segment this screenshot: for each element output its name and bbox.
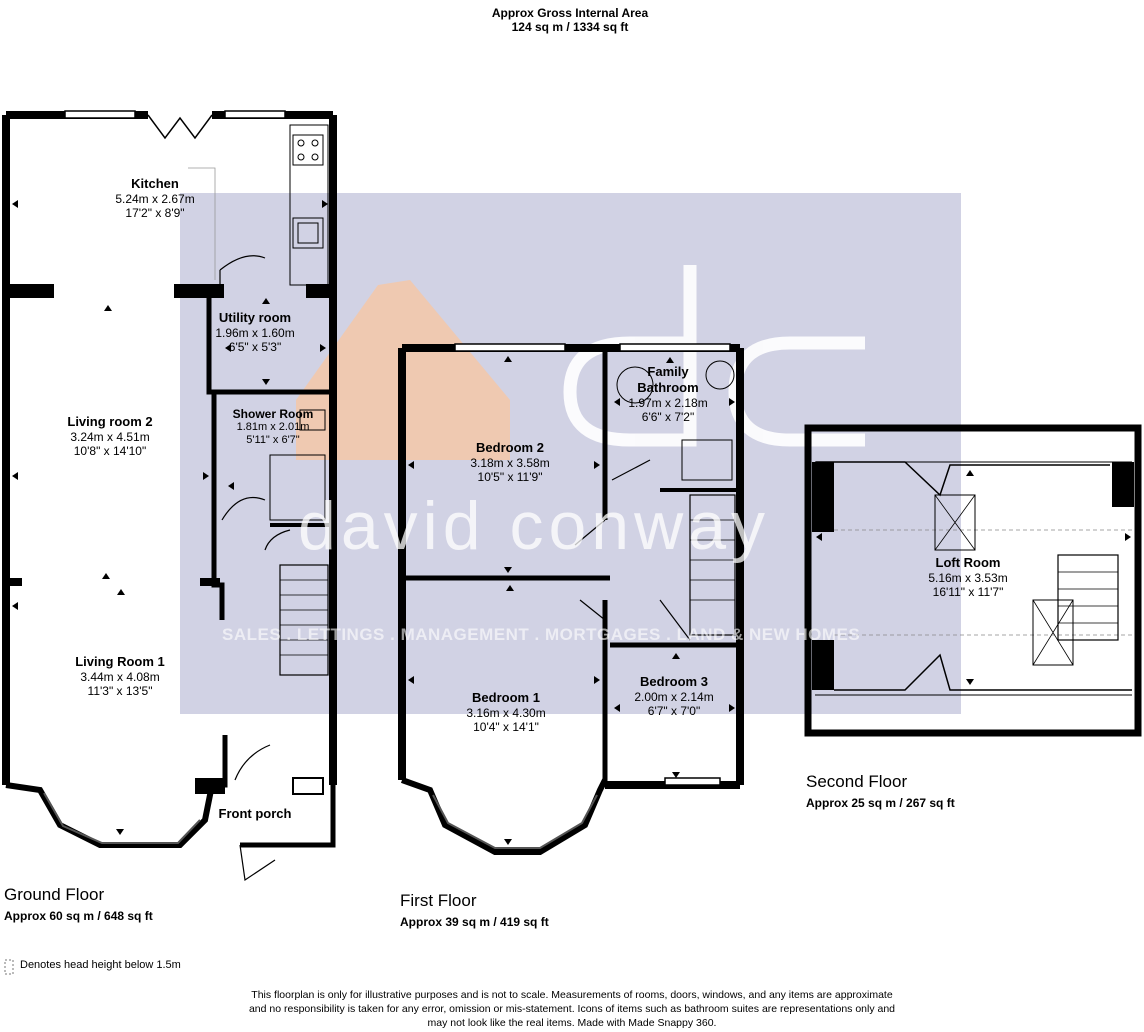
room-imperial: 5'11" x 6'7": [246, 434, 300, 446]
header-total-area: 124 sq m / 1334 sq ft: [511, 20, 629, 34]
room-name: Kitchen: [131, 176, 179, 191]
watermark-tagline: SALES . LETTINGS . MANAGEMENT . MORTGAGE…: [222, 625, 861, 644]
room-utility: Utility room 1.96m x 1.60m 6'5" x 5'3": [205, 310, 305, 354]
room-imperial: 6'5" x 5'3": [228, 340, 282, 354]
room-metric: 1.81m x 2.01m: [236, 421, 310, 433]
disclaimer-line-2: and no responsibility is taken for any e…: [248, 1003, 896, 1015]
room-name: Bedroom 2: [476, 440, 544, 455]
room-metric: 1.96m x 1.60m: [215, 326, 295, 340]
room-shower: Shower Room 1.81m x 2.01m 5'11" x 6'7": [218, 407, 328, 447]
floor-area: Approx 25 sq m / 267 sq ft: [806, 796, 955, 810]
floor-first: First Floor Approx 39 sq m / 419 sq ft: [400, 891, 549, 929]
legend-dashed-box: [4, 959, 14, 975]
header-title: Approx Gross Internal Area: [491, 6, 649, 20]
room-imperial: 6'7" x 7'0": [647, 704, 701, 718]
first-floor-plan: [398, 343, 744, 855]
room-name: Bedroom 3: [640, 674, 708, 689]
room-metric: 3.24m x 4.51m: [70, 430, 150, 444]
floor-area: Approx 60 sq m / 648 sq ft: [4, 909, 153, 923]
room-imperial: 11'3" x 13'5": [87, 684, 153, 698]
room-metric: 3.44m x 4.08m: [80, 670, 160, 684]
dimension-arrows: [12, 200, 1131, 845]
room-imperial: 10'5" x 11'9": [477, 470, 543, 484]
floor-name: Second Floor: [806, 772, 908, 791]
floor-second: Second Floor Approx 25 sq m / 267 sq ft: [806, 772, 955, 810]
room-metric: 2.00m x 2.14m: [634, 690, 714, 704]
disclaimer: This floorplan is only for illustrative …: [150, 988, 994, 1030]
room-living-2: Living room 2 3.24m x 4.51m 10'8" x 14'1…: [40, 414, 180, 458]
watermark-brand: david conway: [298, 488, 771, 564]
floor-ground: Ground Floor Approx 60 sq m / 648 sq ft: [4, 885, 153, 923]
floor-area: Approx 39 sq m / 419 sq ft: [400, 915, 549, 929]
room-metric: 1.97m x 2.18m: [628, 396, 708, 410]
room-living-1: Living Room 1 3.44m x 4.08m 11'3" x 13'5…: [50, 654, 190, 698]
disclaimer-line-3: may not look like the real items. Made w…: [427, 1017, 717, 1029]
room-name: Bedroom 1: [472, 690, 540, 705]
room-metric: 5.16m x 3.53m: [928, 571, 1008, 585]
room-imperial: 6'6" x 7'2": [641, 410, 695, 424]
room-metric: 3.16m x 4.30m: [466, 706, 546, 720]
legend-text: Denotes head height below 1.5m: [20, 959, 181, 971]
room-porch: Front porch: [205, 806, 305, 822]
room-imperial: 10'4" x 14'1": [473, 720, 539, 734]
room-loft: Loft Room 5.16m x 3.53m 16'11" x 11'7": [898, 555, 1038, 599]
room-bedroom-1: Bedroom 1 3.16m x 4.30m 10'4" x 14'1": [436, 690, 576, 734]
room-imperial: 16'11" x 11'7": [932, 585, 1004, 599]
disclaimer-line-1: This floorplan is only for illustrative …: [251, 989, 893, 1001]
room-name: Loft Room: [935, 555, 1001, 570]
floor-name: Ground Floor: [4, 885, 105, 904]
room-imperial: 17'2" x 8'9": [125, 206, 185, 220]
room-imperial: 10'8" x 14'10": [73, 444, 147, 458]
room-name: Utility room: [218, 310, 292, 325]
second-floor-plan: [804, 424, 1142, 737]
room-metric: 3.18m x 3.58m: [470, 456, 550, 470]
room-name: Living room 2: [67, 414, 153, 429]
room-family-bathroom: Family Bathroom 1.97m x 2.18m 6'6" x 7'2…: [612, 364, 724, 424]
room-name: Living Room 1: [75, 654, 165, 669]
floor-name: First Floor: [400, 891, 477, 910]
room-kitchen: Kitchen 5.24m x 2.67m 17'2" x 8'9": [80, 176, 230, 220]
room-bedroom-3: Bedroom 3 2.00m x 2.14m 6'7" x 7'0": [614, 674, 734, 718]
room-name: Family Bathroom: [637, 364, 699, 395]
room-name: Front porch: [218, 806, 292, 821]
ground-floor-plan: [2, 110, 337, 882]
room-name: Shower Room: [232, 407, 314, 421]
room-bedroom-2: Bedroom 2 3.18m x 3.58m 10'5" x 11'9": [440, 440, 580, 484]
room-metric: 5.24m x 2.67m: [115, 192, 195, 206]
